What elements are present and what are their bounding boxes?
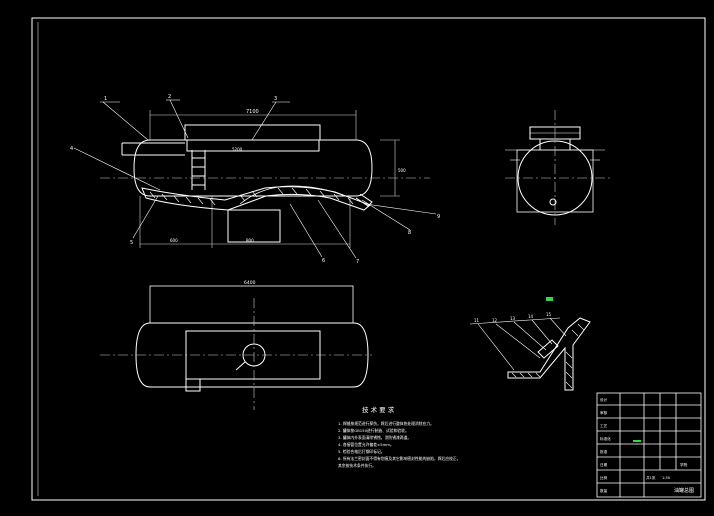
title-block-text: 设计 审核 工艺 标准化 批准 日期 比例 数量 1:50 共1张 学院 油罐总… — [600, 397, 694, 494]
tech-req-line: 2. 罐体按GB150进行制造、试验和验收。 — [338, 428, 409, 433]
tech-req-line: 5. 检验合格后打钢印标记。 — [338, 449, 385, 454]
dim-sump-width: 800 — [246, 238, 254, 243]
callout-11: 11 — [474, 318, 480, 323]
manhole-cover — [184, 124, 321, 141]
tank-body-plan — [135, 322, 369, 388]
callout-9: 9 — [437, 214, 440, 220]
callout-2: 2 — [168, 94, 171, 100]
tb-row-standard: 标准化 — [600, 436, 611, 441]
dim-rail: 500 — [398, 168, 406, 173]
top-view-labels: 6400 — [244, 280, 256, 286]
detail-marker — [546, 297, 553, 301]
title-block-frame — [596, 392, 702, 498]
tech-req-line: 4. 各接管位置允许偏差±5mm。 — [338, 442, 394, 447]
tb-scale: 1:50 — [662, 476, 671, 480]
callout-7: 7 — [356, 259, 359, 265]
title-block — [596, 392, 702, 498]
callout-3: 3 — [274, 96, 277, 102]
section-hatching — [149, 187, 354, 206]
tank-body-front — [133, 139, 373, 197]
callout-12: 12 — [492, 318, 498, 323]
outer-border — [31, 17, 706, 501]
dim-side-width: 600 — [170, 238, 178, 243]
tb-sheet: 共1张 — [646, 475, 656, 480]
tech-req-line: 其余按技术条件执行。 — [338, 463, 376, 468]
plan-ladder-foot — [185, 378, 201, 392]
tb-row-approve: 批准 — [600, 449, 608, 454]
tb-row-review: 审核 — [600, 410, 608, 415]
callout-6: 6 — [322, 258, 325, 264]
section-profile — [141, 186, 371, 211]
drawing-frame — [31, 17, 706, 501]
dim-bottom-length: 6400 — [244, 280, 256, 286]
outlet-nozzle — [355, 193, 373, 207]
title-block-marker — [633, 440, 641, 442]
tb-row-scale-label: 比例 — [600, 475, 608, 480]
bracket-hatching — [511, 323, 585, 389]
leader-lines-detail — [469, 317, 567, 371]
tech-req-lines: 1. 焊缝按规范进行探伤，焊后进行整体热处理消除应力。 2. 罐体按GB150进… — [338, 421, 461, 468]
technical-requirements: 技 术 要 求 1. 焊缝按规范进行探伤，焊后进行整体热处理消除应力。 2. 罐… — [338, 405, 461, 468]
drain-port — [549, 198, 557, 206]
front-view-labels: 7100 5200 800 600 500 1 2 3 4 5 6 7 8 9 — [70, 94, 440, 265]
top-view — [100, 285, 372, 410]
side-view — [505, 110, 610, 225]
tb-row-design: 设计 — [600, 397, 608, 402]
tech-req-line: 6. 所有法兰密封面不得有划痕及其它影响密封性能的缺陷，焊后应校正。 — [338, 456, 461, 461]
plan-upper-frame — [149, 285, 354, 324]
tb-school: 学院 — [680, 462, 688, 467]
leader-lines-front — [73, 99, 437, 259]
bracket-bolt — [537, 339, 559, 359]
detail-view — [469, 297, 591, 391]
front-view — [73, 99, 437, 259]
callout-13: 13 — [510, 316, 516, 321]
callout-5: 5 — [130, 240, 133, 246]
callout-1: 1 — [104, 96, 107, 102]
detail-labels: 11 12 13 14 15 — [474, 312, 552, 323]
callout-14: 14 — [528, 314, 534, 319]
tech-req-line: 1. 焊缝按规范进行探伤，焊后进行整体热处理消除应力。 — [338, 421, 434, 426]
inner-baffle-curve — [239, 185, 346, 205]
ladder — [191, 150, 206, 190]
tb-row-quantity: 数量 — [600, 488, 608, 493]
dim-inner-span: 5200 — [232, 147, 243, 152]
tb-drawing-title: 油罐总图 — [674, 487, 694, 494]
tech-req-line: 3. 罐体内外表面清除锈蚀，涂防锈漆两道。 — [338, 435, 411, 440]
walkway-platform — [186, 139, 320, 152]
bracket-outline — [507, 317, 591, 391]
callout-4: 4 — [70, 146, 73, 152]
dim-top-width: 7100 — [246, 109, 259, 115]
callout-8: 8 — [408, 230, 411, 236]
tb-row-date: 日期 — [600, 462, 608, 467]
callout-15: 15 — [546, 312, 552, 317]
tech-req-title: 技 术 要 求 — [362, 405, 395, 414]
tb-row-process: 工艺 — [600, 423, 608, 428]
sump-box — [227, 209, 281, 243]
